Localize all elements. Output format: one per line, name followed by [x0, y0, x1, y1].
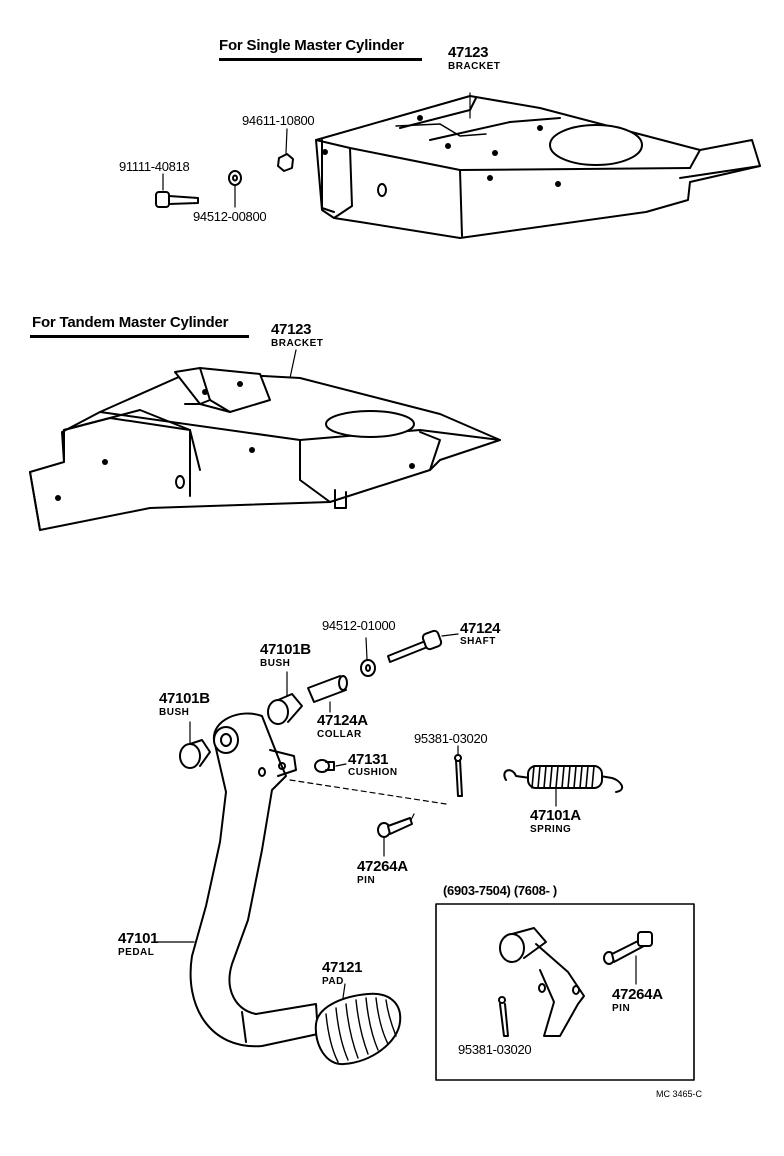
- washer-drawing: [360, 637, 376, 677]
- collar-drawing: [307, 675, 348, 713]
- inset-date-range: (6903-7504) (7608- ): [443, 883, 557, 898]
- part-number-washer-small: 94512-00800: [193, 209, 267, 224]
- part-name-bush-upper: BUSH: [260, 658, 291, 669]
- inset-part-name-pin: PIN: [612, 1003, 631, 1014]
- washer-small-drawing: [228, 170, 242, 208]
- part-number-pad: 47121: [322, 959, 363, 976]
- part-number-bush-upper: 47101B: [260, 641, 311, 658]
- inset-part-number-pin: 47264A: [612, 986, 663, 1003]
- part-number-pedal: 47101: [118, 930, 159, 947]
- part-name-pedal: PEDAL: [118, 947, 155, 958]
- part-name-collar: COLLAR: [317, 729, 362, 740]
- section-title-tandem: For Tandem Master Cylinder: [32, 314, 229, 331]
- part-name-pin: PIN: [357, 875, 376, 886]
- part-number-collar: 47124A: [317, 712, 368, 729]
- part-number-nut: 94611-10800: [242, 113, 315, 128]
- pin-drawing: [377, 813, 415, 857]
- part-name-pad: PAD: [322, 976, 344, 987]
- bracket-tandem-drawing: [29, 349, 501, 531]
- part-name-shaft: SHAFT: [460, 636, 496, 647]
- bolt-drawing: [155, 173, 199, 208]
- diagram-code: MC 3465-C: [656, 1089, 703, 1099]
- inset-pin-drawing: [603, 931, 653, 985]
- part-name-bush-left: BUSH: [159, 707, 190, 718]
- part-name-cushion: CUSHION: [348, 767, 398, 778]
- part-number-bracket-tandem: 47123: [271, 321, 312, 338]
- nut-drawing: [277, 128, 294, 172]
- bush-left-drawing: [179, 721, 211, 769]
- inset-cotter-pin-drawing: [498, 996, 509, 1037]
- part-name-bracket-tandem: BRACKET: [271, 338, 324, 349]
- spring-drawing: [503, 765, 624, 807]
- inset-pedal-drawing: [499, 927, 585, 1037]
- shaft-drawing: [387, 629, 459, 663]
- part-number-bolt: 91111-40818: [119, 159, 190, 174]
- part-number-spring: 47101A: [530, 807, 581, 824]
- part-number-pin: 47264A: [357, 858, 408, 875]
- section-underline-tandem: [30, 335, 249, 338]
- part-name-spring: SPRING: [530, 824, 572, 835]
- part-number-bush-left: 47101B: [159, 690, 210, 707]
- bush-upper-drawing: [267, 671, 303, 725]
- part-number-cushion: 47131: [348, 751, 389, 768]
- part-number-shaft: 47124: [460, 620, 501, 637]
- cotter-pin-drawing: [454, 745, 463, 797]
- bracket-single-drawing: [315, 92, 761, 239]
- inset-part-number-cotter-pin: 95381-03020: [458, 1042, 532, 1057]
- pedal-drawing: [155, 712, 319, 1048]
- cushion-drawing: [289, 759, 447, 805]
- part-name-bracket-single: BRACKET: [448, 61, 501, 72]
- section-underline-single: [219, 58, 422, 61]
- inset-frame: [435, 903, 695, 1081]
- section-title-single: For Single Master Cylinder: [219, 37, 404, 54]
- part-number-bracket-single: 47123: [448, 44, 489, 61]
- part-number-cotter-pin: 95381-03020: [414, 731, 488, 746]
- part-number-washer: 94512-01000: [322, 618, 396, 633]
- pad-drawing: [314, 983, 402, 1066]
